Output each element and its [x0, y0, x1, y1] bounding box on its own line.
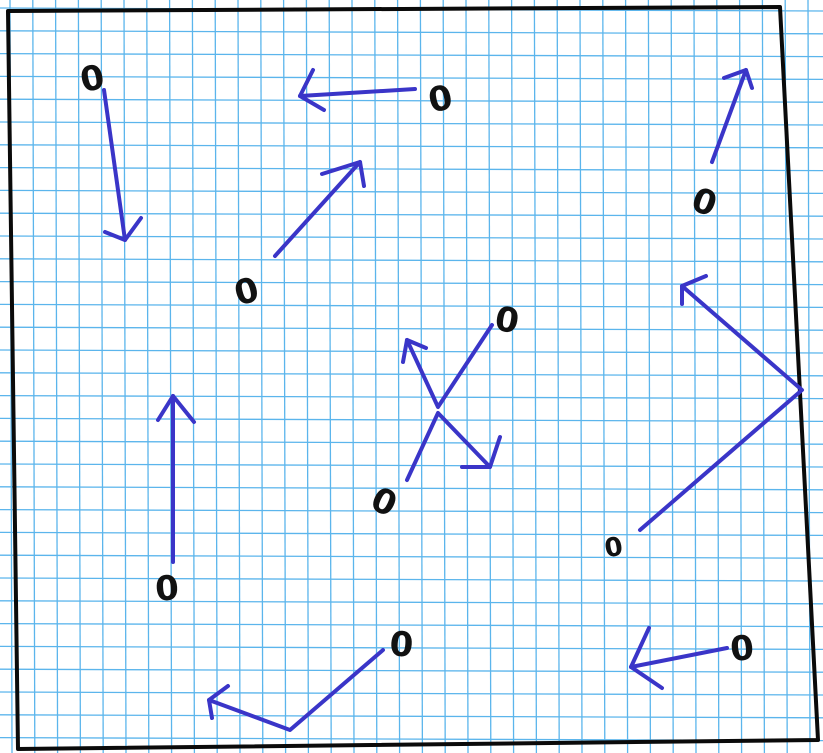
arrow-center-up-right — [273, 160, 366, 258]
grid-line-horizontal — [0, 417, 823, 423]
grid-line-vertical — [693, 0, 697, 753]
grid-line-horizontal — [0, 668, 823, 673]
grid-line-horizontal — [0, 714, 823, 719]
grid-line-vertical — [351, 0, 355, 753]
grid-line-horizontal — [0, 508, 823, 514]
page-frame — [6, 5, 820, 751]
grid-line-vertical — [533, 0, 538, 753]
grid-line-horizontal — [0, 98, 823, 103]
grid-line-horizontal — [0, 600, 823, 605]
grid-line-vertical — [374, 0, 378, 753]
arrow-left-up — [156, 394, 196, 564]
grid-line-vertical — [761, 0, 766, 753]
grid-line-horizontal — [0, 75, 823, 81]
grid-line-vertical — [419, 0, 424, 753]
grid-line-vertical — [54, 0, 59, 753]
grid-line-vertical — [282, 0, 287, 753]
grid-line-vertical — [146, 0, 150, 753]
grid-line-horizontal — [0, 463, 823, 468]
marker-left-bottom: 0 — [154, 568, 180, 610]
grid-line-horizontal — [0, 121, 823, 126]
grid-line-vertical — [579, 0, 583, 753]
grid-line-horizontal — [0, 622, 823, 628]
grid-line-vertical — [305, 0, 310, 753]
arrow-right-large-bent — [638, 274, 804, 532]
grid-line-horizontal — [0, 394, 823, 400]
grid-line-vertical — [191, 0, 196, 753]
marker-right-middle: 0 — [602, 532, 625, 565]
grid-line-vertical — [260, 0, 264, 753]
grid-line-horizontal — [0, 212, 823, 217]
arrow-top-center-left — [298, 68, 417, 112]
grid-line-horizontal — [0, 691, 823, 696]
grid-line-horizontal — [0, 144, 823, 149]
grid-line-vertical — [510, 0, 515, 753]
grid-line-horizontal — [0, 258, 823, 263]
grid-line-horizontal — [0, 235, 823, 240]
grid-line-vertical — [624, 0, 629, 753]
grid-line-vertical — [32, 0, 36, 753]
grid-line-horizontal — [0, 303, 823, 309]
marker-bottom-center: 0 — [388, 624, 414, 666]
grid-line-horizontal — [0, 189, 823, 195]
grid-line-horizontal — [0, 645, 823, 651]
grid-line-horizontal — [0, 166, 823, 172]
grid-line-vertical — [214, 0, 218, 753]
grid-line-vertical — [237, 0, 241, 753]
grid-line-vertical — [396, 0, 401, 753]
grid-line-vertical — [488, 0, 492, 753]
grid-line-horizontal — [0, 577, 823, 582]
grid-line-vertical — [328, 0, 332, 753]
marker-bottom-right: 0 — [728, 628, 756, 670]
arrow-middle-down-right — [405, 411, 502, 482]
grid-line-horizontal — [0, 52, 823, 58]
grid-line-vertical — [670, 0, 674, 753]
arrow-top-right-up — [710, 68, 754, 164]
arrow-middle-up-left — [401, 323, 494, 409]
grid-line-vertical — [77, 0, 82, 753]
grid-line-horizontal — [0, 372, 823, 377]
grid-line-vertical — [100, 0, 104, 753]
grid-line-horizontal — [0, 440, 823, 445]
grid-line-horizontal — [0, 531, 823, 537]
grid-line-vertical — [556, 0, 560, 753]
grid-line-horizontal — [0, 30, 823, 35]
grid-line-vertical — [442, 0, 446, 753]
grid-line-vertical — [168, 0, 173, 753]
grid-line-vertical — [716, 0, 720, 753]
arrow-bottom-bent-left — [207, 648, 385, 732]
grid-line-horizontal — [0, 554, 823, 559]
grid-line-vertical — [465, 0, 469, 753]
grid-line-vertical — [738, 0, 743, 753]
grid-line-vertical — [602, 0, 606, 753]
grid-line-vertical — [123, 0, 127, 753]
arrow-bottom-right-left — [629, 626, 729, 690]
arrow-top-left-down — [102, 88, 143, 242]
arrows — [102, 68, 804, 732]
grid-line-horizontal — [0, 326, 823, 331]
